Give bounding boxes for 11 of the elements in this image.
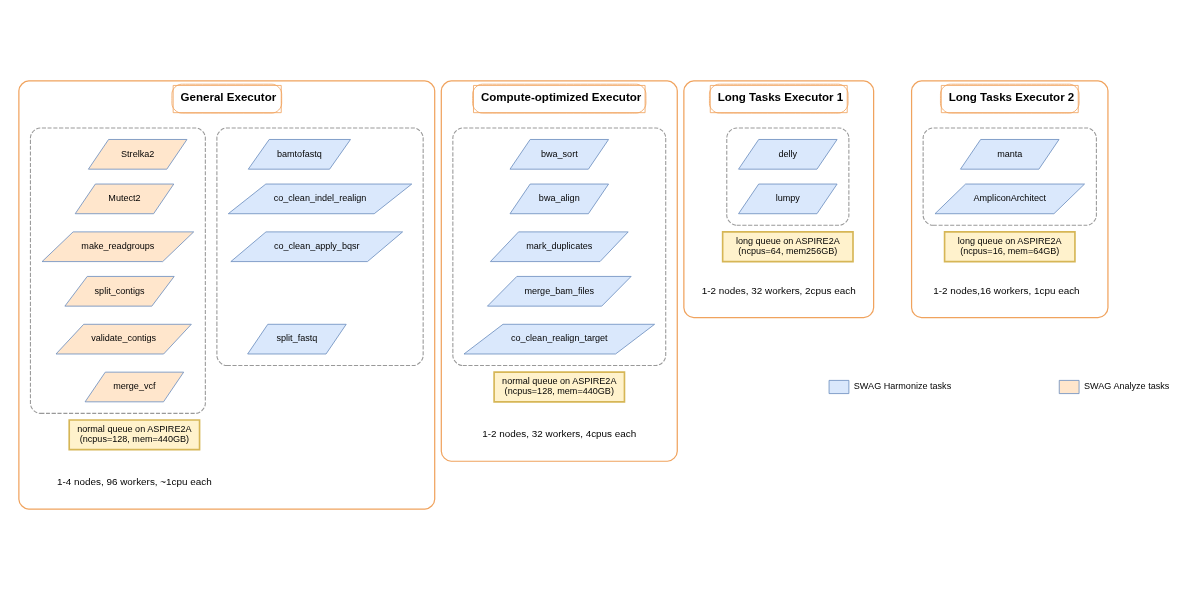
cluster [726, 126, 850, 226]
legend-label: SWAG Harmonize tasks [853, 380, 952, 391]
cluster [29, 126, 206, 414]
node-box: long queue on ASPIRE2A (ncpus=64, mem256GB) [721, 230, 854, 262]
cluster [216, 126, 424, 366]
node-box: normal queue on ASPIRE2A (ncpus=128, mem=440GB) [493, 370, 626, 403]
node-box: normal queue on ASPIRE2A (ncpus=128, mem=440GB) [68, 418, 201, 451]
cluster [452, 126, 667, 366]
legend-label: SWAG Analyze tasks [1084, 380, 1170, 391]
cluster [922, 126, 1097, 226]
node-box: long queue on ASPIRE2A (ncpus=16, mem=64GB) [943, 230, 1076, 262]
